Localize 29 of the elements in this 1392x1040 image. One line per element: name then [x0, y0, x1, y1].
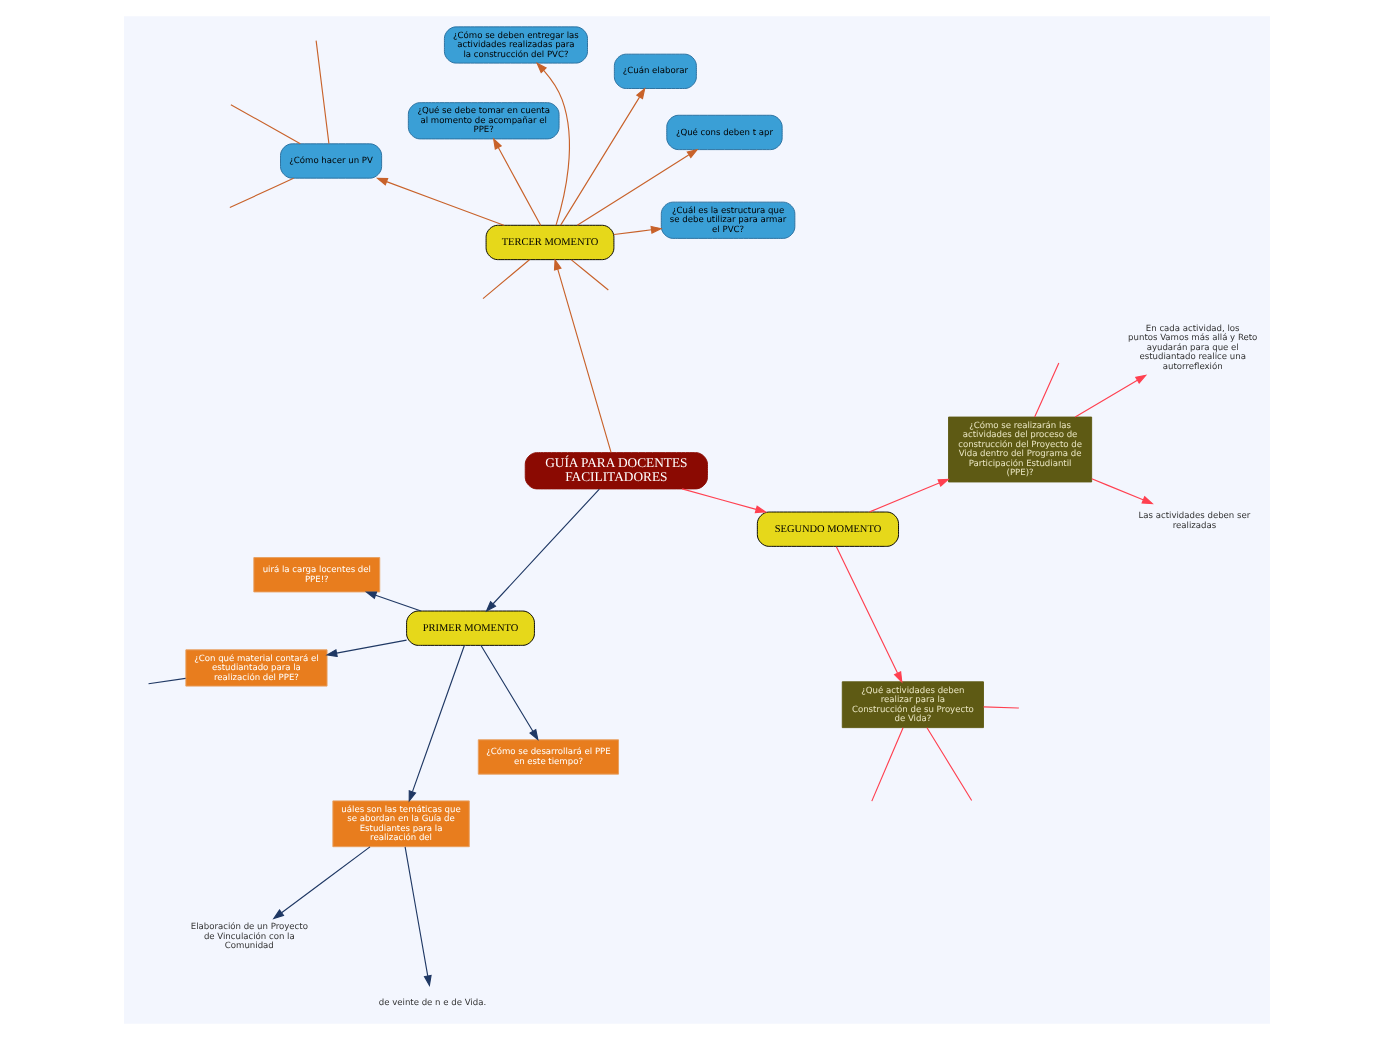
- arrow: [575, 148, 698, 226]
- connector: [982, 706, 1019, 709]
- arrow: [834, 546, 902, 684]
- arrow: [363, 591, 421, 612]
- arrow: [1073, 374, 1147, 418]
- connector: [569, 259, 608, 291]
- connector: [228, 177, 294, 209]
- arrow: [491, 137, 541, 226]
- connector: [314, 40, 329, 145]
- arrow: [271, 846, 370, 920]
- arrow: [324, 639, 407, 658]
- arrow: [1090, 478, 1153, 505]
- arrow: [868, 478, 949, 513]
- arrow: [680, 488, 767, 514]
- connector: [870, 727, 903, 802]
- arrow: [479, 645, 538, 741]
- connector: [925, 727, 972, 802]
- arrow: [534, 62, 570, 226]
- connector: [146, 677, 186, 685]
- arrow: [612, 225, 662, 236]
- connector: [1033, 362, 1059, 418]
- connector: [229, 104, 300, 145]
- arrow: [559, 87, 645, 226]
- arrow: [407, 645, 464, 803]
- arrow: [403, 846, 431, 988]
- arrow: [374, 177, 504, 226]
- connector: [481, 259, 530, 300]
- arrow: [484, 488, 599, 613]
- arrow: [552, 258, 611, 454]
